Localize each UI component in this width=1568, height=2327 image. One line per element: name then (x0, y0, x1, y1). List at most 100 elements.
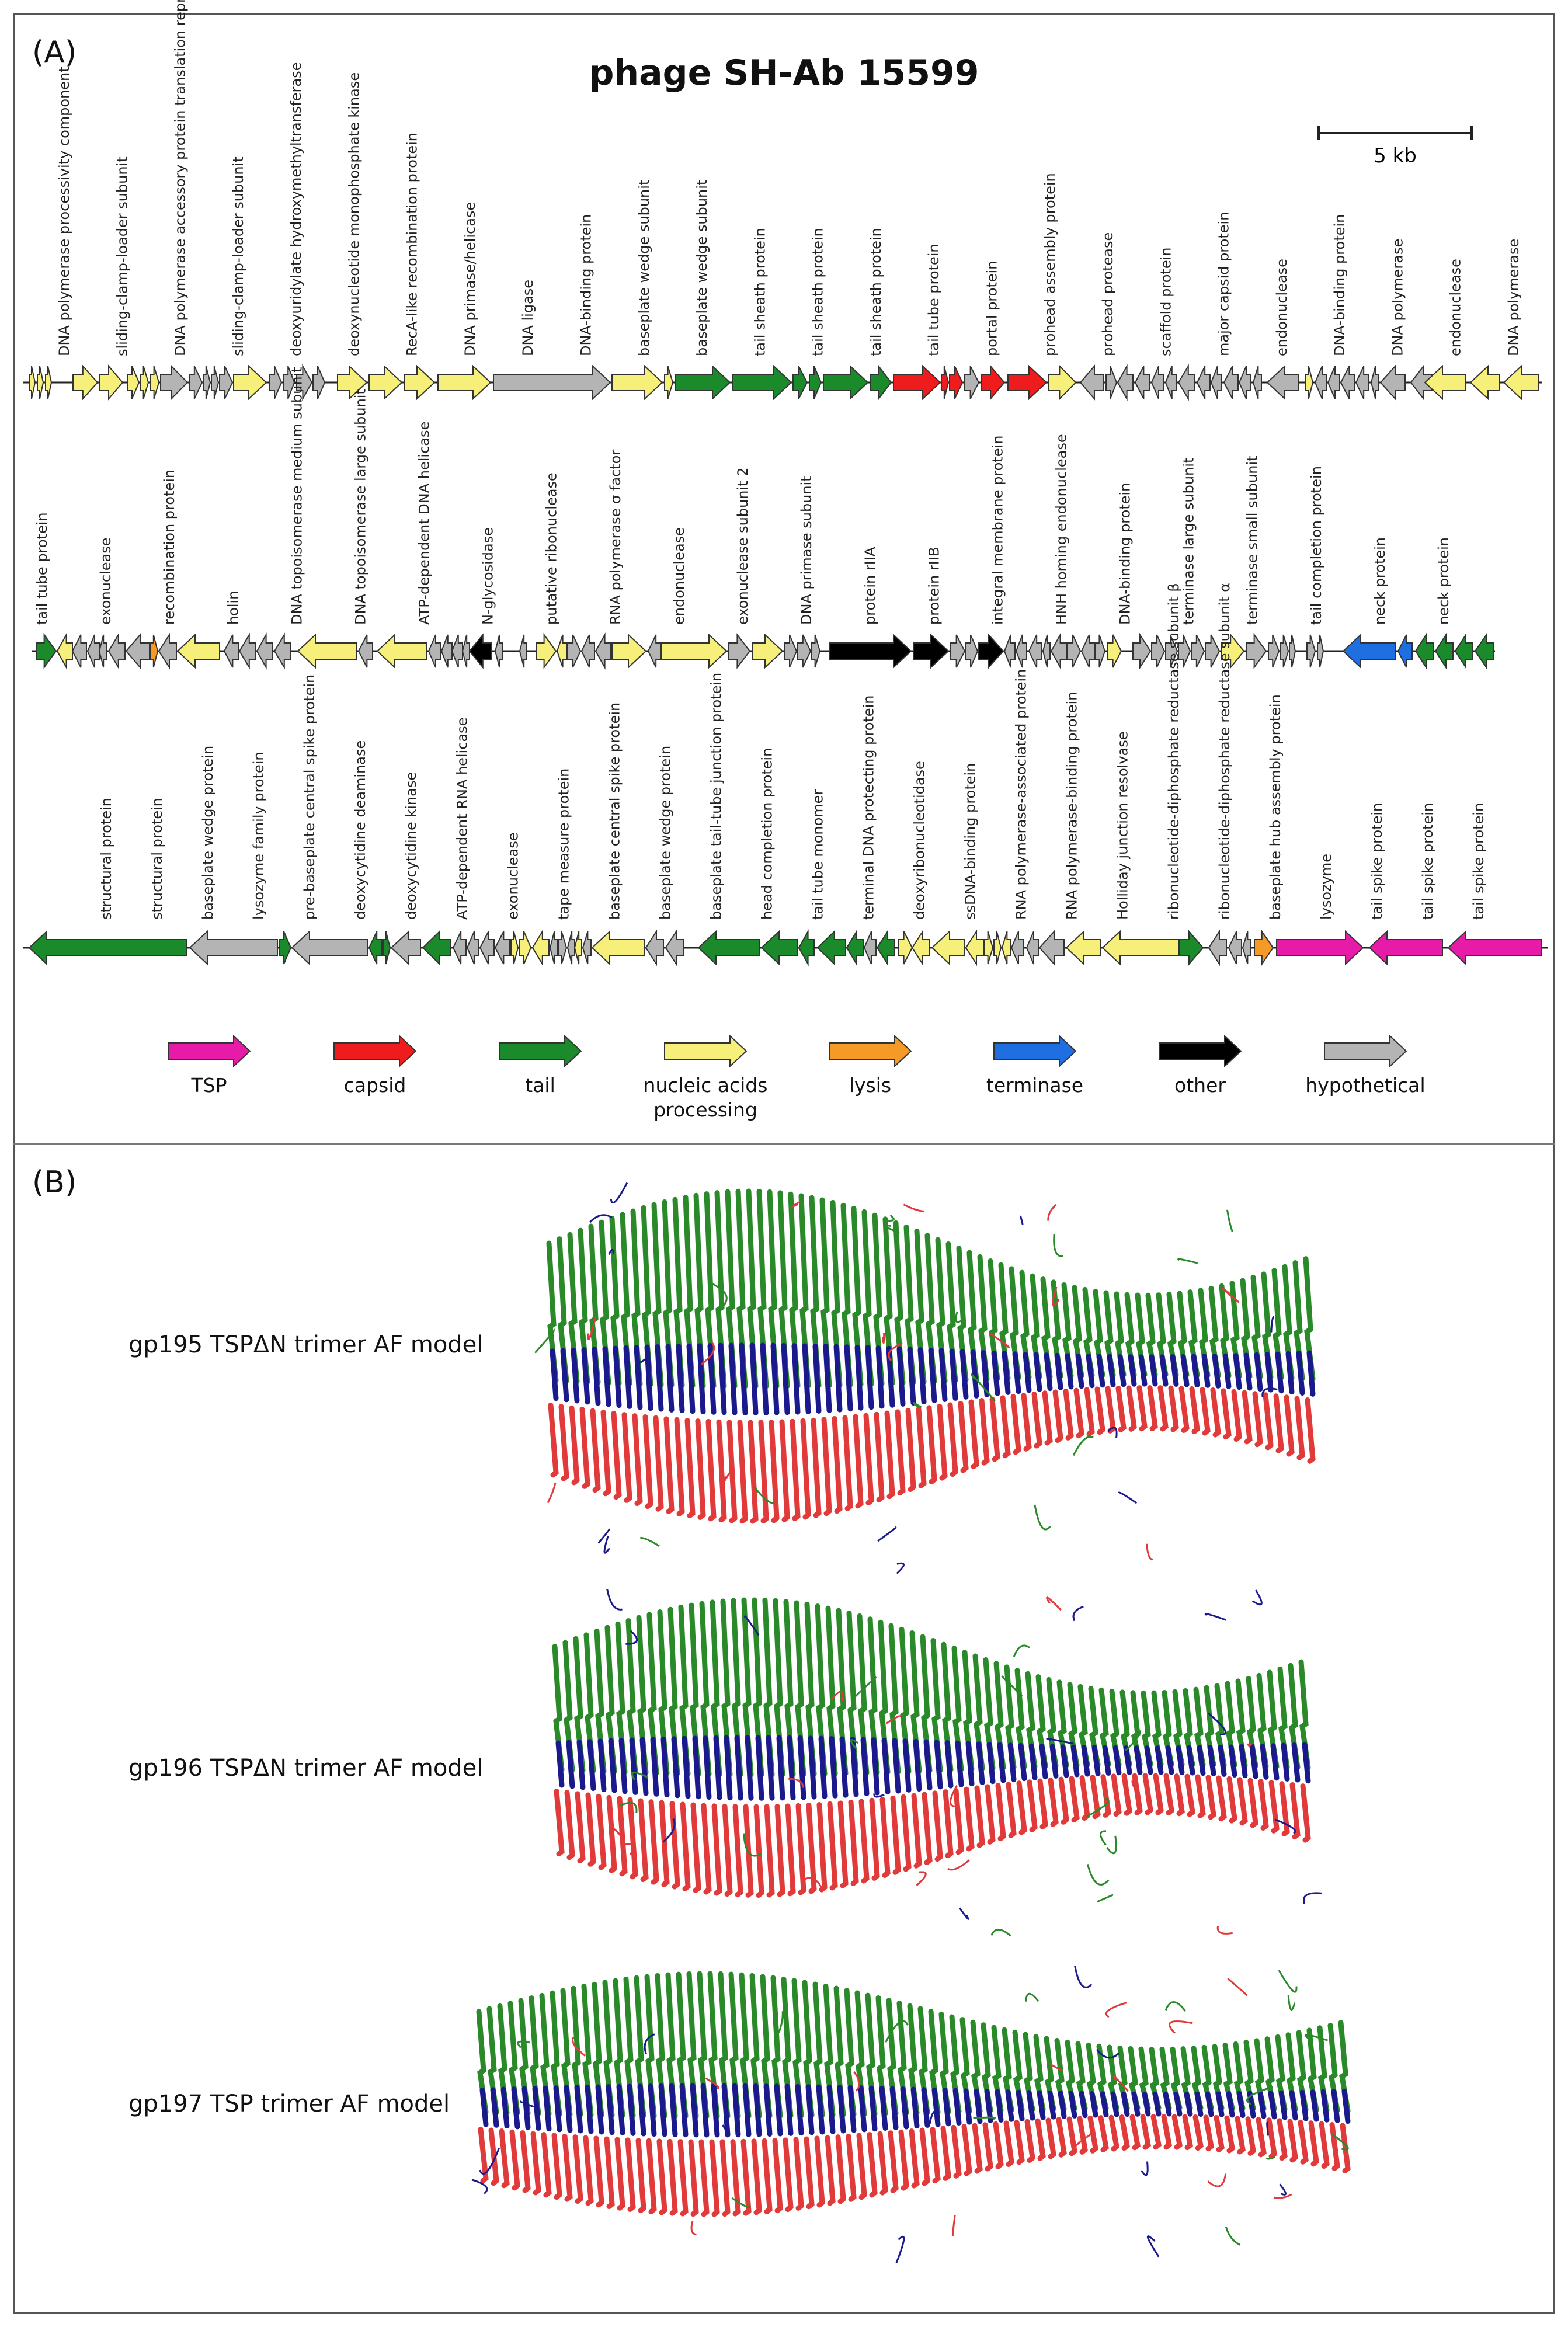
gene-arrow (404, 364, 436, 401)
gene-arrow (829, 633, 912, 669)
gene-arrow (573, 931, 582, 965)
gene-arrow (312, 366, 326, 399)
gene-arrow (1503, 364, 1539, 401)
scale-bar-label: 5 kb (1374, 144, 1417, 168)
gene-label: structural protein (149, 798, 165, 920)
gene-arrow (1266, 364, 1299, 401)
gene-arrow (45, 366, 53, 399)
gene-arrow (291, 930, 368, 966)
legend-label-tail: tail (525, 1074, 555, 1097)
gene-label: baseplate tail-tube junction protein (708, 673, 724, 920)
gene-label: putative ribonuclease (544, 472, 560, 625)
gene-arrow (1327, 366, 1340, 399)
gene-arrow (28, 930, 187, 966)
figure-frame (13, 13, 1555, 2314)
gene-label: tail tube protein (34, 512, 50, 625)
gene-label: ATP-dependent RNA helicase (454, 718, 470, 920)
panel-b-letter: (B) (32, 1165, 77, 1200)
gene-label: terminase small subunit (1244, 456, 1261, 625)
gene-arrow (368, 931, 383, 965)
gene-label: RNA polymerase-associated protein (1013, 669, 1030, 920)
gene-arrow (792, 366, 808, 399)
gene-row-1 (23, 364, 1542, 401)
gene-arrow (816, 930, 846, 966)
gene-arrow (71, 634, 87, 668)
legend-label-capsid: capsid (343, 1074, 406, 1097)
gene-label: tail tube monomer (810, 789, 826, 920)
gene-label: DNA polymerase (1506, 239, 1522, 356)
gene-arrow (1228, 931, 1242, 965)
legend-swatch-terminase (993, 1034, 1077, 1068)
gene-arrow (1101, 930, 1179, 966)
gene-arrow (99, 364, 124, 401)
gene-label: endonuclease (671, 527, 687, 625)
gene-arrow (823, 364, 869, 401)
gene-label: ribonucleotide-diphosphate reductase sub… (1216, 583, 1233, 920)
gene-label: RNA polymerase-binding protein (1064, 691, 1080, 920)
gene-arrow (86, 634, 100, 668)
gene-label: deoxynucleotide monophosphate kinase (346, 72, 362, 356)
gene-arrow (984, 931, 994, 965)
gene-arrow (1289, 634, 1296, 668)
gene-label: major capsid protein (1216, 212, 1232, 356)
gene-arrow (536, 632, 557, 670)
gene-label: protein rIIA (862, 547, 878, 625)
gene-arrow (36, 632, 57, 670)
gene-arrow (211, 366, 220, 399)
gene-label: endonuclease (1274, 259, 1290, 356)
gene-label: exonuclease (505, 832, 521, 920)
gene-arrow (660, 633, 728, 669)
gene-arrow (950, 634, 966, 668)
gene-arrow (337, 364, 368, 401)
gene-label: DNA-binding protein (578, 214, 594, 356)
gene-arrow (1414, 632, 1434, 670)
gene-arrow (675, 364, 731, 401)
gene-arrow (549, 931, 558, 965)
gene-arrow (451, 634, 463, 668)
gene-arrow (797, 634, 812, 668)
gene-arrow (125, 633, 150, 669)
gene-arrow (784, 634, 798, 668)
gene-label: tail sheath protein (810, 228, 826, 356)
legend-label-other: other (1174, 1074, 1226, 1097)
gene-arrow (1469, 364, 1500, 401)
gene-arrow (870, 364, 892, 401)
gene-arrow (965, 929, 984, 966)
gene-label: baseplate wedge subunit (636, 180, 652, 356)
gene-arrow (1252, 366, 1262, 399)
gene-arrow (1268, 634, 1280, 668)
gene-arrow (1151, 634, 1166, 668)
gene-arrow (297, 633, 357, 669)
gene-arrow (566, 931, 575, 965)
gene-label: tail sheath protein (752, 228, 768, 356)
gene-arrow (357, 634, 373, 668)
gene-arrow (140, 366, 150, 399)
gene-arrow (1246, 632, 1267, 670)
gene-row-3 (23, 929, 1548, 966)
gene-arrow (1079, 364, 1104, 401)
gene-label: ribonucleotide-diphosphate reductase sub… (1166, 583, 1182, 920)
gene-label: tail tube protein (926, 244, 942, 356)
gene-arrow (283, 366, 295, 399)
legend-swatch-tail (499, 1034, 582, 1068)
gene-label: pre-baseplate central spike protein (301, 674, 318, 920)
gene-arrow (863, 931, 877, 965)
gene-label: DNA-binding protein (1117, 483, 1134, 625)
gene-arrow (519, 634, 527, 668)
gene-arrow (645, 929, 664, 966)
gene-arrow (931, 930, 965, 966)
gene-arrow (1150, 366, 1164, 399)
gene-arrow (440, 634, 453, 668)
gene-label: RNA polymerase σ factor (607, 450, 624, 625)
gene-arrow (582, 931, 592, 965)
gene-arrow (223, 634, 239, 668)
gene-label: sliding-clamp-loader subunit (230, 156, 246, 356)
gene-arrow (846, 929, 864, 966)
gene-arrow (1015, 634, 1027, 668)
model-label-gp197: gp197 TSP trimer AF model (128, 2091, 450, 2117)
gene-label: tail spike protein (1369, 803, 1385, 920)
